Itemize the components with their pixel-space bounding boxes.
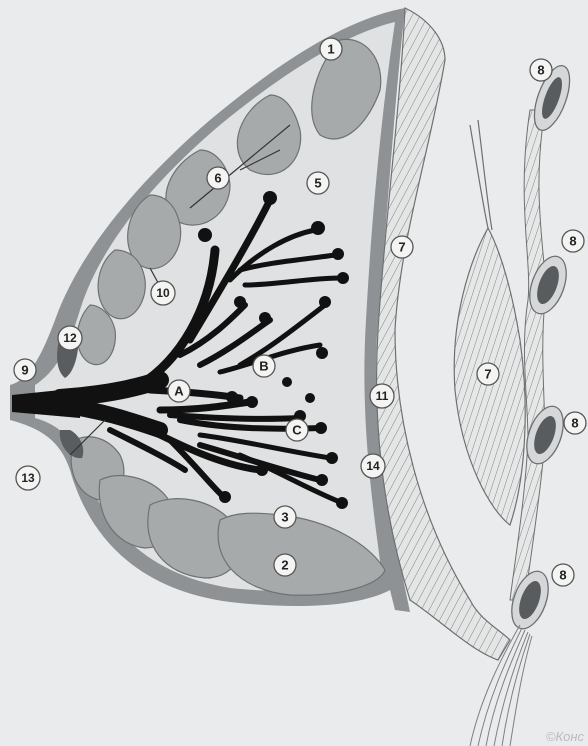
svg-text:9: 9 xyxy=(21,363,28,378)
label-C: C xyxy=(286,419,308,441)
svg-text:B: B xyxy=(259,359,268,374)
svg-text:8: 8 xyxy=(537,63,544,78)
svg-text:13: 13 xyxy=(21,471,35,485)
svg-text:C: C xyxy=(292,423,302,438)
label-7-lower: 7 xyxy=(477,363,499,385)
svg-text:7: 7 xyxy=(484,367,491,382)
label-8-b: 8 xyxy=(562,230,584,252)
watermark: ©Конс xyxy=(546,729,584,744)
svg-text:1: 1 xyxy=(327,42,334,57)
label-B: B xyxy=(253,355,275,377)
label-10: 10 xyxy=(151,281,175,305)
label-1: 1 xyxy=(320,38,342,60)
svg-text:3: 3 xyxy=(281,510,288,525)
label-12: 12 xyxy=(58,326,82,350)
label-13: 13 xyxy=(16,466,40,490)
svg-text:8: 8 xyxy=(569,234,576,249)
label-9: 9 xyxy=(14,359,36,381)
label-2: 2 xyxy=(274,554,296,576)
svg-text:8: 8 xyxy=(571,416,578,431)
svg-text:11: 11 xyxy=(376,389,389,403)
label-8-a: 8 xyxy=(530,59,552,81)
svg-text:10: 10 xyxy=(156,286,170,300)
label-8-c: 8 xyxy=(564,412,586,434)
label-6: 6 xyxy=(207,167,229,189)
svg-text:A: A xyxy=(174,384,184,399)
svg-text:14: 14 xyxy=(366,459,380,473)
label-A: A xyxy=(168,380,190,402)
svg-text:8: 8 xyxy=(559,568,566,583)
label-3: 3 xyxy=(274,506,296,528)
label-5: 5 xyxy=(307,172,329,194)
label-7-upper: 7 xyxy=(391,236,413,258)
svg-text:6: 6 xyxy=(214,171,221,186)
label-8-d: 8 xyxy=(552,564,574,586)
svg-text:5: 5 xyxy=(314,176,321,191)
svg-text:7: 7 xyxy=(398,240,405,255)
svg-text:12: 12 xyxy=(63,331,77,345)
label-14: 14 xyxy=(361,454,385,478)
label-11: 11 xyxy=(370,384,394,408)
svg-text:2: 2 xyxy=(281,558,288,573)
